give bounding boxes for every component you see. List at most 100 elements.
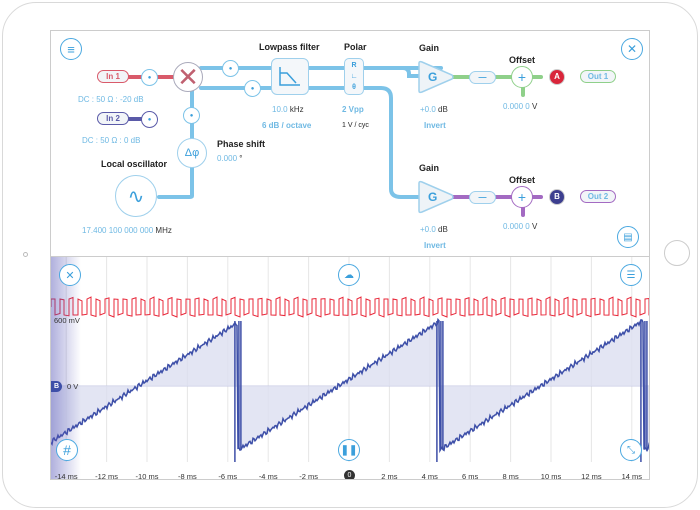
mixer-x-icon: ✕: [177, 62, 199, 92]
time-tick: -2 ms: [299, 472, 318, 480]
collapse-button[interactable]: ⤡: [620, 439, 642, 461]
time-tick: -4 ms: [258, 472, 278, 480]
cloud-upload-button[interactable]: ☁: [338, 264, 360, 286]
pause-icon: ❚❚: [340, 444, 358, 456]
ch1-invert[interactable]: Invert: [424, 121, 446, 130]
lowpass-cutoff[interactable]: 10.0 kHz: [272, 105, 304, 114]
oscillator-title: Local oscillator: [101, 159, 168, 169]
home-button: [664, 240, 690, 266]
mixer-lo-connector[interactable]: ●: [183, 107, 200, 124]
notes-button[interactable]: ▤: [617, 226, 639, 248]
polar-scale[interactable]: 1 V / cyc: [342, 122, 369, 129]
angle-icon: ∟: [350, 73, 358, 80]
in2-button[interactable]: In 2: [97, 112, 129, 125]
settings-button[interactable]: ✕: [621, 38, 643, 60]
time-tick: -10 ms: [135, 472, 159, 480]
plus-icon: +: [517, 189, 527, 205]
scope-plot[interactable]: [51, 257, 650, 480]
close-scope-button[interactable]: ✕: [59, 264, 81, 286]
camera: [23, 252, 28, 257]
zero-label: 0 V: [67, 382, 79, 391]
ch1-offset-button[interactable]: +: [511, 66, 533, 88]
app-screen: ≡ ✕ ▤ In 1 ● DC : 50 Ω : -20 dB In 2 ● D…: [50, 30, 650, 480]
ch2-output-button[interactable]: Out 2: [580, 190, 616, 203]
ch2-invert-button[interactable]: —: [469, 191, 496, 204]
menu-button[interactable]: ≡: [60, 38, 82, 60]
channel-b-reset: [436, 321, 444, 462]
hamburger-icon: ≡: [67, 41, 75, 57]
ch2-offset-button[interactable]: +: [511, 186, 533, 208]
time-tick: 4 ms: [421, 472, 438, 480]
sliders-icon: ☰: [626, 269, 636, 281]
ch1-gain-value[interactable]: +0.0 dB: [420, 105, 448, 114]
close-icon: ✕: [65, 269, 75, 282]
lowpass-title: Lowpass filter: [259, 42, 320, 52]
scope-settings-button[interactable]: ☰: [620, 264, 642, 286]
ch2-offset-title: Offset: [509, 175, 536, 185]
channel-b-fill: [51, 319, 649, 451]
minus-icon: —: [478, 193, 487, 202]
mixer-button[interactable]: ✕: [173, 62, 203, 92]
ch2-gain-title: Gain: [419, 163, 440, 173]
lowpass-slope[interactable]: 6 dB / octave: [262, 121, 312, 130]
ch2-gain-symbol: G: [428, 190, 438, 204]
in2-info[interactable]: DC : 50 Ω : 0 dB: [82, 136, 141, 145]
polar-range[interactable]: 2 Vpp: [342, 105, 364, 114]
lowpass-icon: [279, 67, 300, 86]
time-tick: -6 ms: [218, 472, 238, 480]
polar-title: Polar: [344, 42, 367, 52]
phase-shift-button[interactable]: Δφ: [177, 138, 207, 168]
ch2-invert[interactable]: Invert: [424, 241, 446, 250]
channel-b-reset: [640, 321, 648, 462]
channel-b-marker[interactable]: B: [51, 381, 62, 392]
time-tick: -8 ms: [178, 472, 197, 480]
oscillator-button[interactable]: ∿: [115, 175, 157, 217]
in1-info[interactable]: DC : 50 Ω : -20 dB: [78, 95, 144, 104]
ch1-output-button[interactable]: Out 1: [580, 70, 616, 83]
polar-theta: θ: [352, 84, 356, 91]
x-connector[interactable]: ●: [222, 60, 239, 77]
time-tick: 14 ms: [621, 472, 643, 480]
ch1-badge: A: [549, 69, 565, 85]
ch1-gain-button[interactable]: [417, 60, 455, 94]
time-tick: 6 ms: [462, 472, 479, 480]
pause-button[interactable]: ❚❚: [338, 439, 360, 461]
time-tick: -14 ms: [54, 472, 78, 480]
oscillator-frequency[interactable]: 17.400 100 000 000 MHz: [82, 226, 172, 235]
time-tick: 8 ms: [502, 472, 519, 480]
notes-icon: ▤: [623, 231, 633, 243]
scale-label: 600 mV: [54, 316, 80, 325]
in1-button[interactable]: In 1: [97, 70, 129, 83]
time-tick: 12 ms: [581, 472, 602, 480]
ch2-badge: B: [549, 189, 565, 205]
time-tick: 10 ms: [540, 472, 562, 480]
ch2-offset-value[interactable]: 0.000 0 V: [503, 222, 538, 231]
in2-connector[interactable]: ●: [141, 111, 158, 128]
channel-b-reset: [234, 321, 242, 462]
polar-button[interactable]: R ∟ θ: [344, 58, 364, 95]
phase-shift-value[interactable]: 0.000 °: [217, 154, 243, 163]
ch1-offset-value[interactable]: 0.000 0 V: [503, 102, 538, 111]
channel-b-trace: [51, 317, 649, 454]
ch1-invert-button[interactable]: —: [469, 71, 496, 84]
polar-r: R: [351, 62, 357, 69]
trigger-marker[interactable]: 0: [344, 470, 355, 479]
wrench-icon: ✕: [626, 42, 638, 56]
in1-connector[interactable]: ●: [141, 69, 158, 86]
ch2-gain-button[interactable]: [417, 180, 455, 214]
time-tick: -12 ms: [95, 472, 119, 480]
minus-icon: —: [478, 73, 487, 82]
cloud-upload-icon: ☁: [344, 269, 354, 281]
delta-phi-icon: Δφ: [184, 147, 200, 159]
grid-icon: #: [63, 442, 71, 458]
phase-shift-title: Phase shift: [217, 139, 266, 149]
sine-wave-icon: ∿: [127, 185, 145, 208]
lowpass-button[interactable]: [271, 58, 309, 95]
ch1-offset-title: Offset: [509, 55, 536, 65]
channel-a-trace: [51, 296, 649, 318]
y-connector[interactable]: ●: [244, 80, 261, 97]
oscilloscope[interactable]: 600 mV B 0 V ✕ ☁ ☰ # ❚❚ ⤡ -14 ms -12 ms -1…: [51, 256, 650, 480]
plus-icon: +: [517, 69, 527, 85]
grid-button[interactable]: #: [56, 439, 78, 461]
ch2-gain-value[interactable]: +0.0 dB: [420, 225, 448, 234]
